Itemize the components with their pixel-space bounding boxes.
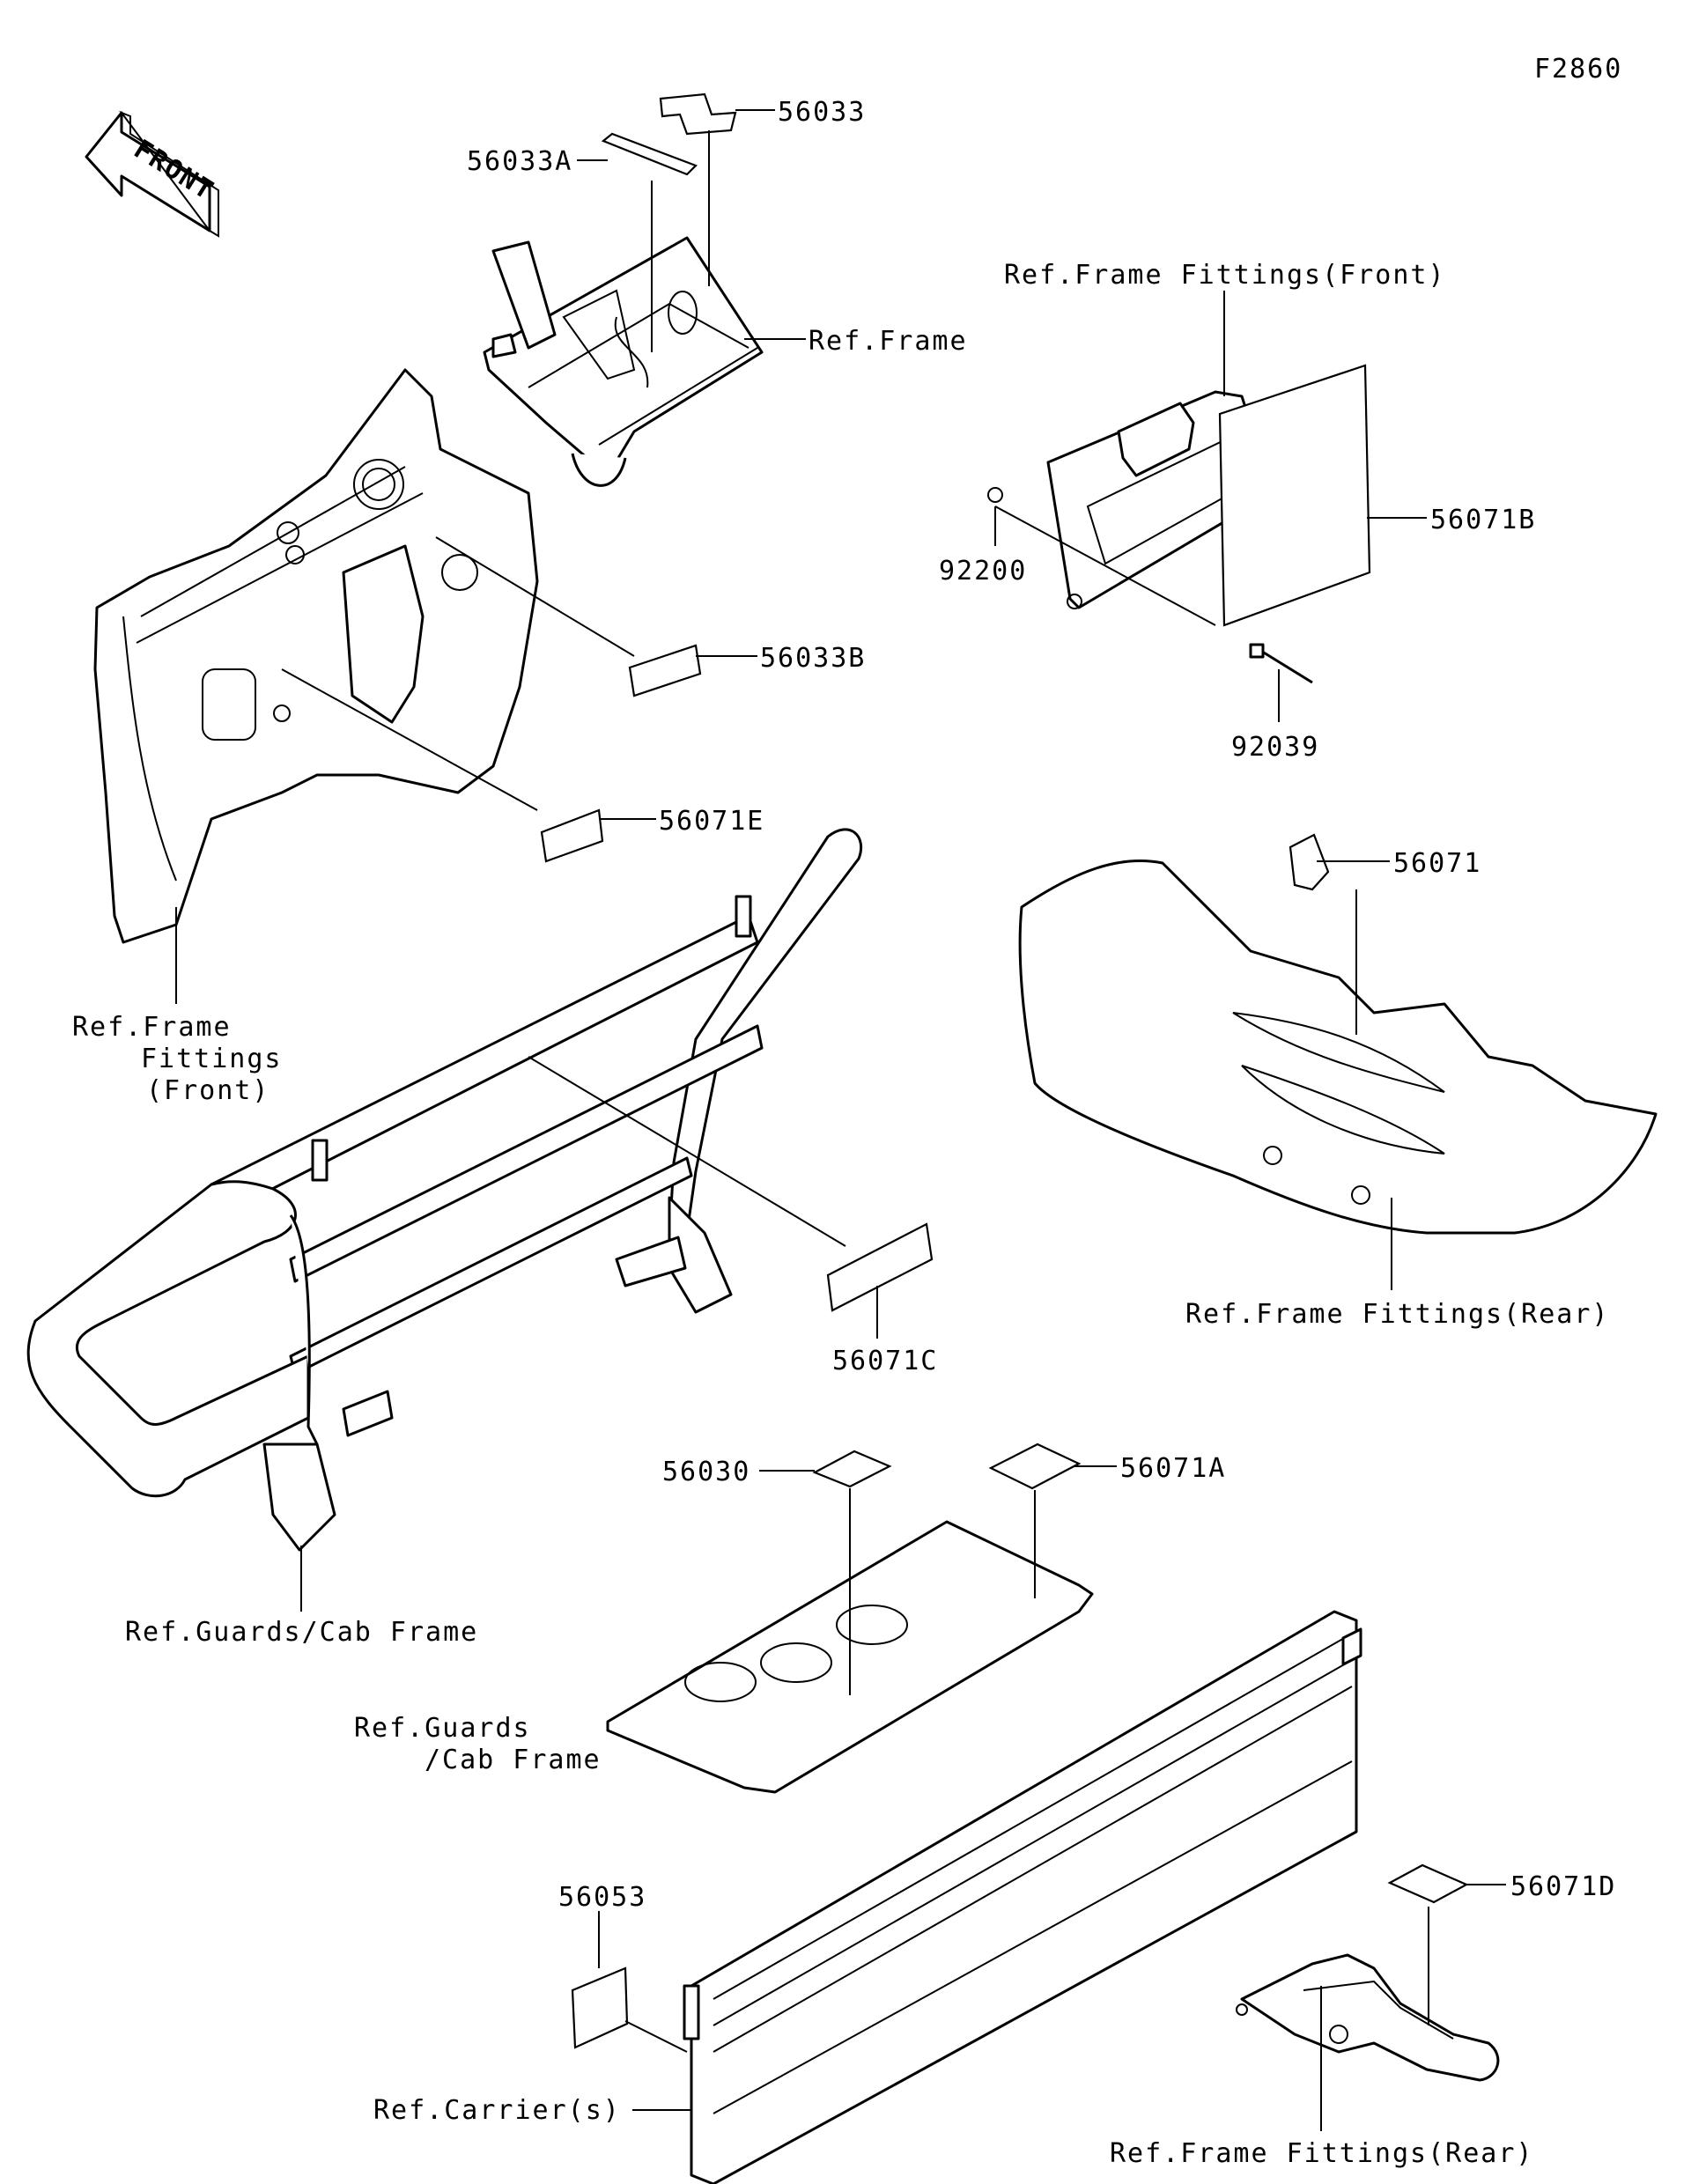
part-56033-label: 56033 bbox=[778, 97, 866, 128]
label-56071B-sticker bbox=[1218, 364, 1371, 627]
label-56071-sticker bbox=[1289, 833, 1330, 891]
part-56071-label: 56071 bbox=[1393, 848, 1481, 879]
frame-plate-part bbox=[483, 236, 764, 487]
diagram-code: F2860 bbox=[1534, 54, 1622, 85]
label-56071C-sticker bbox=[826, 1222, 934, 1312]
ref-frame-fittings-front-left-line3: (Front) bbox=[146, 1075, 270, 1106]
part-92200-label: 92200 bbox=[939, 556, 1027, 587]
label-56030-sticker bbox=[812, 1450, 892, 1488]
frame-fittings-rear-panel bbox=[1018, 860, 1658, 1235]
dashboard-panel-part bbox=[93, 368, 539, 944]
leaders-lower-center bbox=[759, 1465, 1117, 1695]
part-56071C-label: 56071C bbox=[832, 1346, 938, 1376]
leaders-bottom-center bbox=[598, 1911, 691, 2111]
label-56033-sticker bbox=[659, 92, 737, 136]
front-arrow-icon: FRONT bbox=[85, 110, 219, 238]
label-56071D-sticker bbox=[1387, 1863, 1469, 1904]
part-56071B-label: 56071B bbox=[1430, 505, 1536, 535]
leaders-top-right bbox=[994, 291, 1427, 722]
ref-frame-fittings-rear-mid-label: Ref.Frame Fittings(Rear) bbox=[1185, 1299, 1609, 1330]
part-56030-label: 56030 bbox=[662, 1457, 750, 1487]
leaders-left bbox=[175, 536, 757, 1004]
label-56053-sticker bbox=[571, 1966, 629, 2049]
part-56071A-label: 56071A bbox=[1120, 1453, 1226, 1484]
ref-frame-fittings-front-left-line1: Ref.Frame bbox=[72, 1012, 232, 1043]
ref-guards-cab-frame-mid-line2: /Cab Frame bbox=[425, 1745, 602, 1775]
label-56071E-sticker bbox=[540, 808, 604, 863]
part-56071D-label: 56071D bbox=[1510, 1871, 1616, 1902]
ref-frame-fittings-front-left-line2: Fittings bbox=[141, 1044, 283, 1074]
ref-carrier-label: Ref.Carrier(s) bbox=[373, 2095, 621, 2126]
ref-guards-cab-frame-mid-line1: Ref.Guards bbox=[354, 1713, 531, 1744]
rear-bracket-part bbox=[1236, 1953, 1500, 2082]
part-56053-label: 56053 bbox=[558, 1882, 646, 1913]
ref-frame-label: Ref.Frame bbox=[809, 326, 968, 357]
leaders-mid-right bbox=[1317, 860, 1392, 1290]
ref-frame-fittings-rear-bottom-label: Ref.Frame Fittings(Rear) bbox=[1110, 2138, 1533, 2169]
leaders-mid-left bbox=[300, 1056, 878, 1612]
part-92039-label: 92039 bbox=[1231, 732, 1319, 763]
ref-frame-fittings-front-top-label: Ref.Frame Fittings(Front) bbox=[1004, 260, 1446, 291]
label-56033A-sticker bbox=[601, 132, 698, 176]
leaders-bottom-right bbox=[1320, 1884, 1506, 2131]
carrier-gate-part bbox=[683, 1610, 1362, 2184]
part-56033A-label: 56033A bbox=[467, 146, 572, 177]
guard-cab-frame-part bbox=[26, 828, 863, 1552]
part-56071E-label: 56071E bbox=[659, 806, 764, 837]
ref-guards-cab-frame-left-label: Ref.Guards/Cab Frame bbox=[125, 1617, 478, 1648]
label-56033B-sticker bbox=[628, 644, 702, 697]
leaders-top bbox=[577, 109, 806, 352]
part-56033B-label: 56033B bbox=[760, 643, 866, 674]
rivet-92039-part bbox=[1249, 643, 1313, 684]
label-56071A-sticker bbox=[988, 1442, 1082, 1490]
